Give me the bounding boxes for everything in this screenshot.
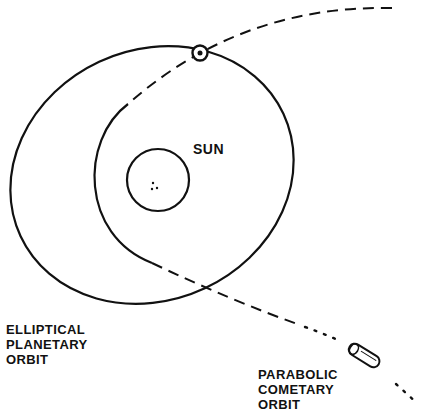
elliptical-orbit bbox=[0, 0, 336, 349]
sun-outline bbox=[125, 135, 245, 217]
sun-label: SUN bbox=[193, 141, 224, 157]
planet bbox=[193, 46, 208, 61]
orbit-label: ELLIPTICAL PLANETARY ORBIT bbox=[6, 322, 87, 367]
sun-node: SUN bbox=[125, 135, 245, 217]
planet-core bbox=[198, 51, 203, 56]
orbit-label: PARABOLIC COMETARY ORBIT bbox=[258, 367, 338, 412]
comet-symbol bbox=[347, 341, 382, 369]
comet-path-outgoing bbox=[152, 263, 300, 325]
comet-path-incoming bbox=[128, 8, 392, 104]
comet-path-dots bbox=[396, 384, 418, 404]
comet-path-dots bbox=[305, 327, 342, 342]
